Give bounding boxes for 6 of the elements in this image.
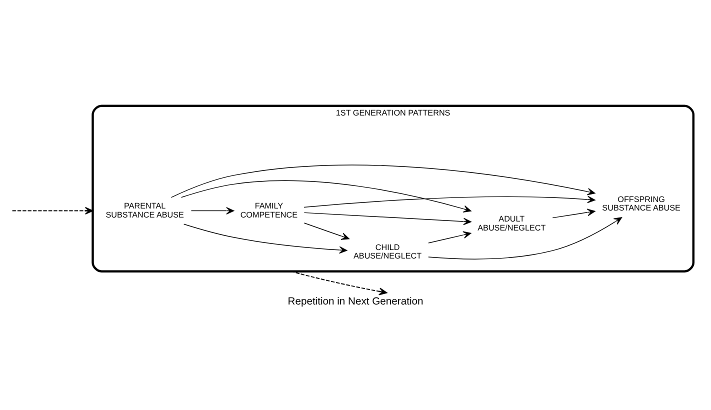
node-text: ADULT ABUSE/NEGLECT [478, 214, 546, 233]
node-text: CHILD ABUSE/NEGLECT [354, 242, 422, 261]
node-text: OFFSPRING SUBSTANCE ABUSE [602, 194, 680, 213]
caption: Repetition in Next Generation [288, 296, 424, 308]
node-text: FAMILY COMPETENCE [240, 201, 298, 220]
node-text: PARENTAL SUBSTANCE ABUSE [106, 201, 184, 220]
